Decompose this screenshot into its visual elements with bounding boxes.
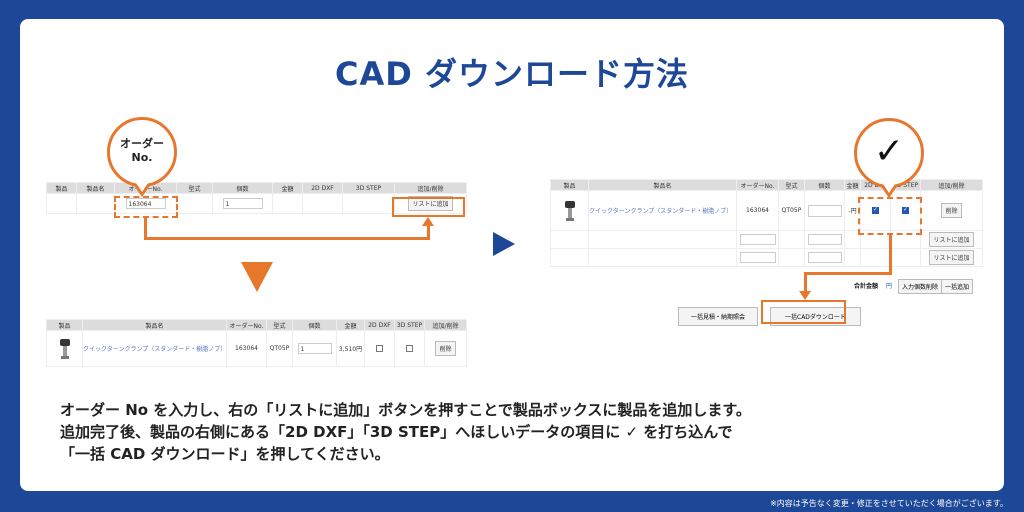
arrow-right-icon <box>493 232 515 256</box>
order-no-callout: オーダー No. <box>107 117 177 187</box>
bulk-add-button[interactable]: 一括追加 <box>941 279 974 294</box>
main-card: CAD ダウンロード方法 製品 製品名 オーダーNo. 型式 個数 金額 2D … <box>20 19 1004 491</box>
order-no-input[interactable]: 163064 <box>125 198 166 209</box>
instructions: オーダー No を入力し、右の「リストに追加」ボタンを押すことで製品ボックスに製… <box>60 399 990 465</box>
th-3d-step: 3D STEP <box>342 182 395 194</box>
add-to-list-button[interactable]: リストに追加 <box>929 250 974 265</box>
th-product-name: 製品名 <box>76 182 115 194</box>
order-no-cell: 163064 <box>226 330 267 367</box>
price-cell: 3,510円 <box>336 330 365 367</box>
table-header-row: 製品 製品名 オーダーNo. 型式 個数 金額 2D DXF 3D STEP 追… <box>46 182 467 194</box>
dxf-checkbox[interactable] <box>376 345 383 352</box>
order-entry-table: 製品 製品名 オーダーNo. 型式 個数 金額 2D DXF 3D STEP 追… <box>46 182 467 214</box>
product-name-link[interactable]: クイックターンクランプ（スタンダード・樹脂ノブ） <box>589 208 733 215</box>
delete-button[interactable]: 削除 <box>435 341 456 356</box>
arrow-down-icon <box>241 262 273 292</box>
add-to-list-button[interactable]: リストに追加 <box>408 196 453 211</box>
th-product: 製品 <box>46 182 77 194</box>
order-no-input[interactable] <box>739 234 776 245</box>
arrow-up-icon <box>422 217 434 226</box>
product-box-table: 製品 製品名 オーダーNo. 型式 個数 金額 2D DXF 3D STEP 追… <box>46 319 467 367</box>
total-label: 合計金額 <box>854 283 879 290</box>
qty-input[interactable]: 1 <box>222 198 263 209</box>
cad-download-highlight <box>761 300 846 324</box>
order-no-input[interactable] <box>739 252 776 263</box>
qty-input[interactable]: 1 <box>297 343 332 354</box>
table-row: クイックターンクランプ（スタンダード・樹脂ノブ） 163064 QT05P 1 … <box>46 330 467 367</box>
step-checkbox-checked[interactable] <box>902 206 909 214</box>
total-row: 合計金額 円 <box>854 281 892 290</box>
bulk-cad-download-button[interactable]: 一括CADダウンロード <box>770 307 861 326</box>
footnote: ※内容は予告なく変更・修正をさせていただく場合がございます。 <box>770 499 1008 508</box>
table-header-row: 製品 製品名 オーダーNo. 型式 個数 金額 2D DXF 3D STEP 追… <box>46 319 467 331</box>
order-no-highlight <box>114 196 178 218</box>
callout-line1: オーダー <box>120 137 164 150</box>
clamp-product-icon <box>59 338 70 359</box>
th-price: 金額 <box>272 182 303 194</box>
step-checkbox[interactable] <box>406 345 413 352</box>
order-no-cell: 163064 <box>736 190 779 231</box>
instruction-line-2: 追加完了後、製品の右側にある「2D DXF」「3D STEP」へほしいデータの項… <box>60 423 733 441</box>
qty-input[interactable] <box>807 252 842 263</box>
check-icon: ✓ <box>873 131 905 172</box>
callout-line2: No. <box>131 151 153 164</box>
model-cell: QT05P <box>266 330 293 367</box>
page-title: CAD ダウンロード方法 <box>335 55 689 93</box>
instruction-line-3: 「一括 CAD ダウンロード」を押してください。 <box>60 445 390 463</box>
bulk-quote-button[interactable]: 一括見積・納期照会 <box>678 307 759 326</box>
checkbox-highlight <box>858 197 922 235</box>
table-row: 163064 1 リストに追加 <box>46 193 467 214</box>
th-2d-dxf: 2D DXF <box>302 182 343 194</box>
th-add-delete: 追加/削除 <box>394 182 467 194</box>
clamp-product-icon <box>564 200 575 221</box>
model-cell: QT05P <box>778 190 805 231</box>
table-row: リストに追加 <box>550 248 983 267</box>
instruction-line-1: オーダー No を入力し、右の「リストに追加」ボタンを押すことで製品ボックスに製… <box>60 401 751 419</box>
checkmark-callout: ✓ <box>854 118 924 188</box>
qty-input[interactable] <box>807 204 842 217</box>
arrow-down-icon <box>799 291 811 300</box>
dxf-checkbox-checked[interactable] <box>872 206 879 214</box>
th-model: 型式 <box>176 182 213 194</box>
th-qty: 個数 <box>212 182 273 194</box>
qty-input[interactable] <box>807 234 842 245</box>
add-button-highlight <box>392 197 465 217</box>
total-value: 円 <box>885 283 892 290</box>
product-name-link[interactable]: クイックターンクランプ（スタンダード・樹脂ノブ） <box>83 346 227 353</box>
add-to-list-button[interactable]: リストに追加 <box>929 232 974 247</box>
delete-button[interactable]: 削除 <box>941 203 962 218</box>
clear-qty-button[interactable]: 入力個数削除 <box>898 279 943 294</box>
